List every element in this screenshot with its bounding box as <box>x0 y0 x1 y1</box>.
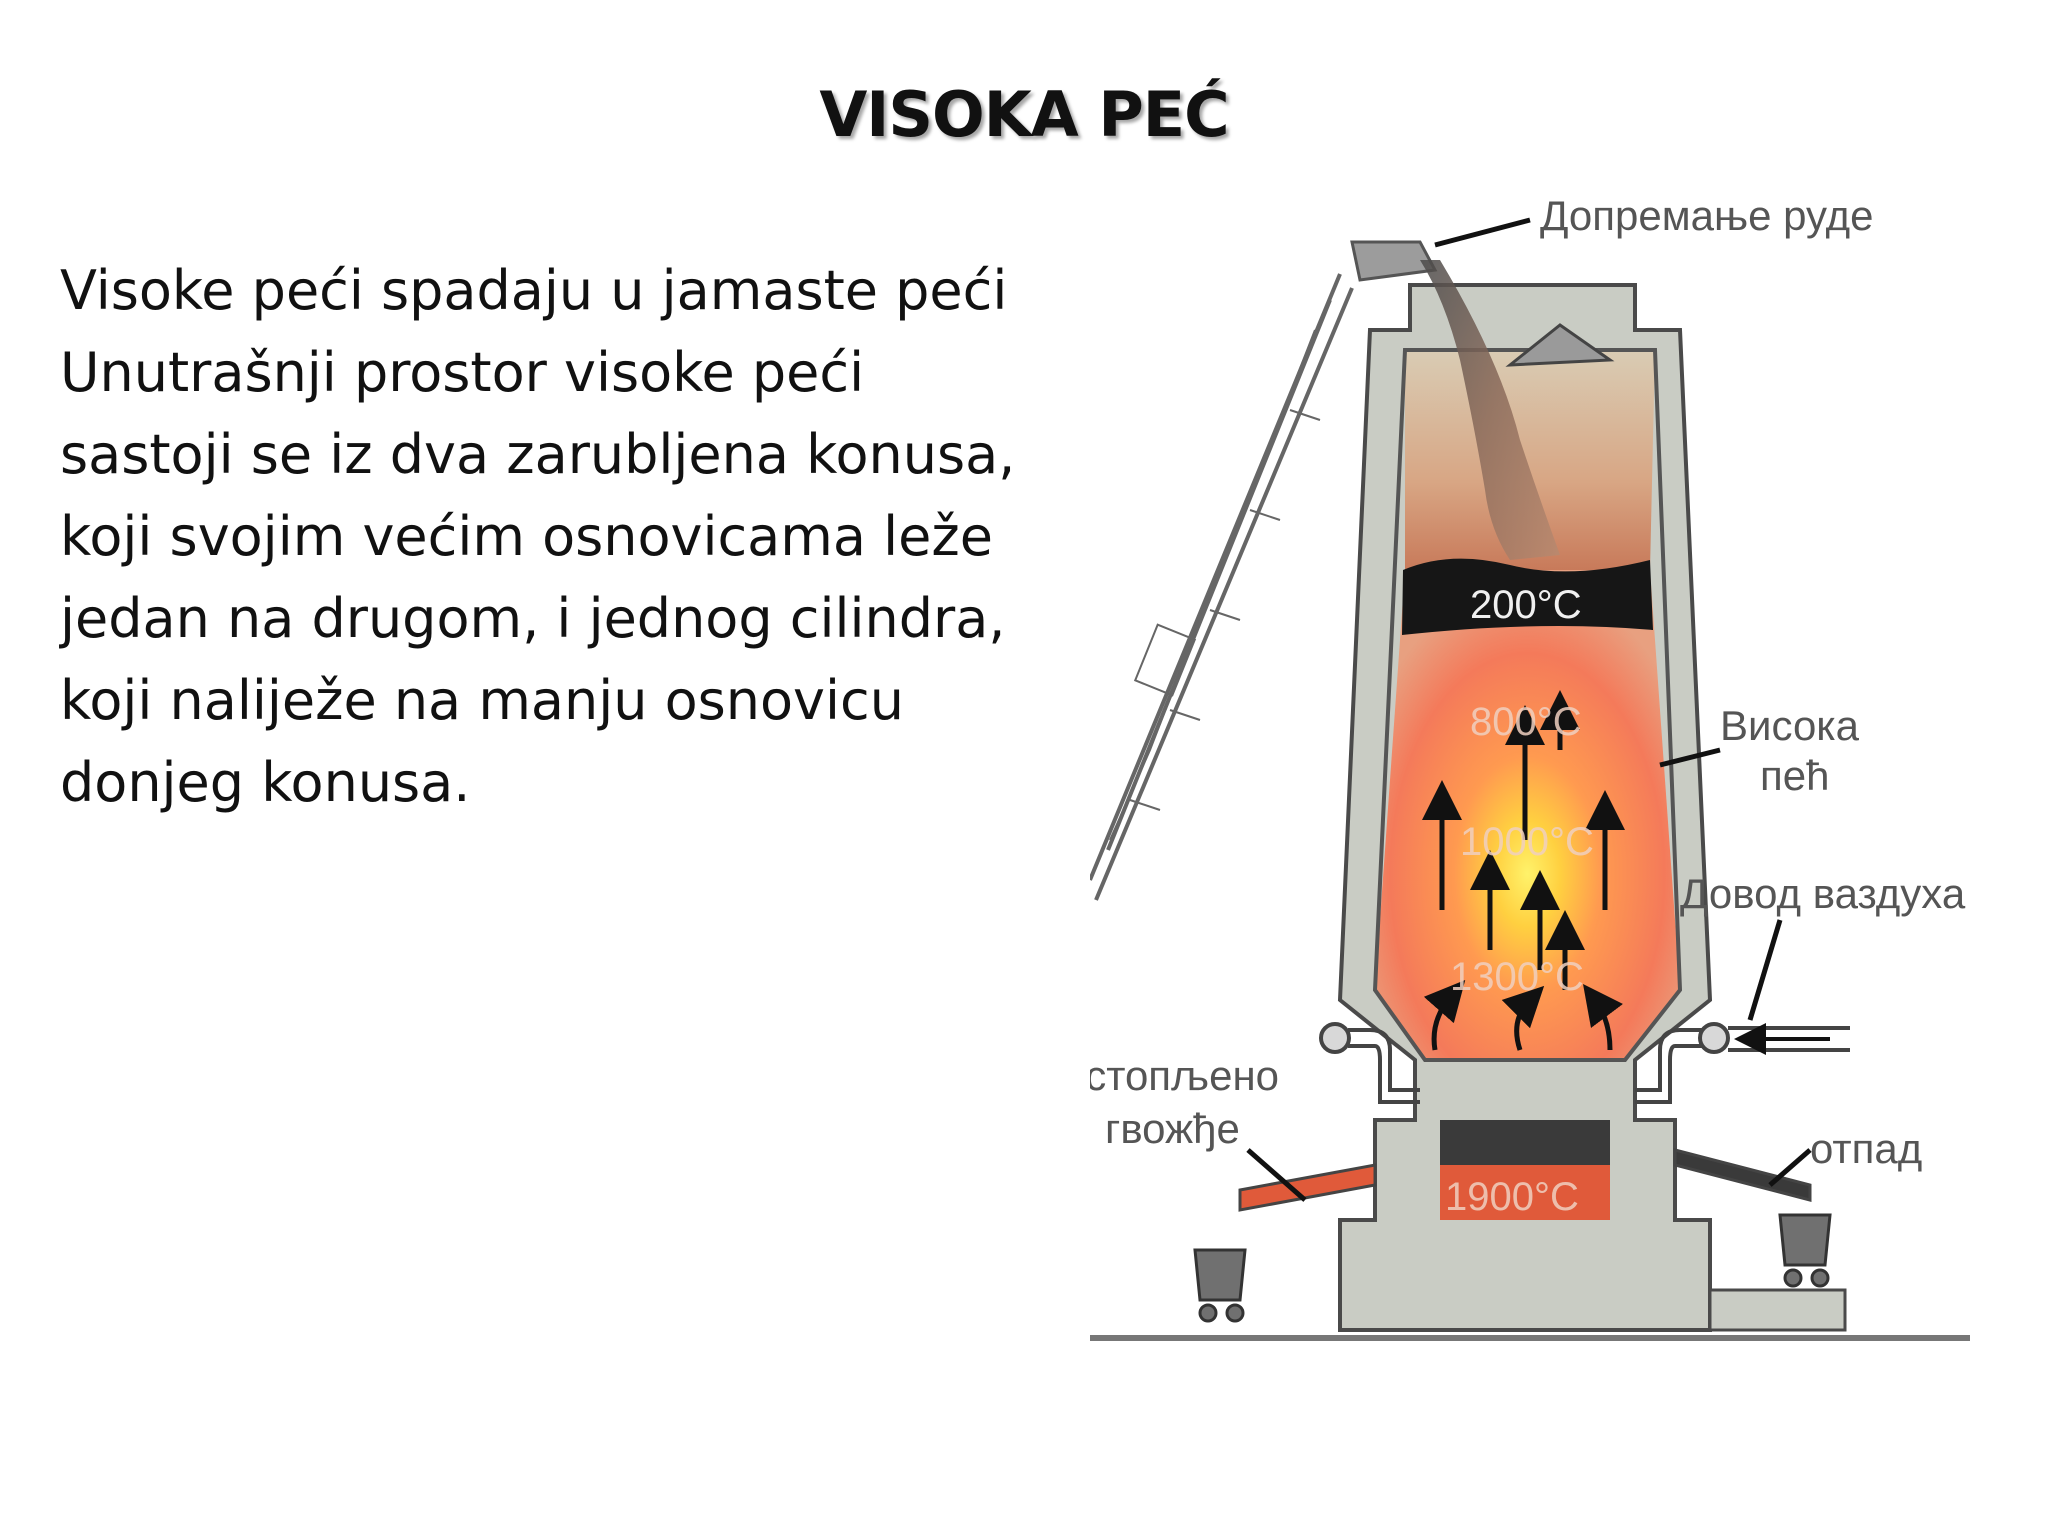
body-line: koji naliježe na manju osnovicu <box>60 669 904 732</box>
hot-air-arrows <box>1422 690 1625 1051</box>
skip-hoist <box>1090 273 1354 901</box>
label-air-supply: Довод ваздуха <box>1680 870 1966 917</box>
molten-pool <box>1440 1165 1610 1220</box>
label-molten-iron-line1: Истопљено <box>1090 1052 1279 1099</box>
coke-layer <box>1402 558 1653 635</box>
side-platform <box>1708 1288 1847 1332</box>
body-line: donjeg konusa. <box>60 751 471 814</box>
ore-feed-leader <box>1434 217 1531 248</box>
temp-label: 1300°C <box>1450 955 1584 999</box>
air-supply-leader <box>1747 919 1783 1021</box>
label-furnace-line1: Висока <box>1720 702 1860 749</box>
slag-runner <box>1673 1148 1812 1202</box>
blast-furnace-diagram: Допремање руде Висока пећ Довод ваздуха … <box>1090 192 1970 1341</box>
body-line: koji svojim većim osnovicama leže <box>60 505 993 568</box>
waste-leader <box>1768 1148 1812 1187</box>
molten-iron-leader <box>1246 1148 1307 1202</box>
slag-ladle <box>1778 1213 1832 1288</box>
body-line: Visoke peći spadaju u jamaste peći <box>60 259 1008 322</box>
body-line: Unutrašnji prostor visoke peći <box>60 341 865 404</box>
label-molten-iron-line2: гвожђе <box>1105 1105 1240 1152</box>
ore-stream <box>1420 260 1560 560</box>
label-furnace-line2: пећ <box>1760 752 1829 799</box>
label-ore-feed: Допремање руде <box>1540 192 1873 239</box>
temp-label: 1900°C <box>1445 1175 1579 1219</box>
distributor-bell <box>1505 323 1615 367</box>
iron-ladle <box>1193 1248 1247 1323</box>
charge-zone <box>1405 350 1655 570</box>
temp-label: 1000°C <box>1460 820 1594 864</box>
label-waste: отпад <box>1810 1125 1922 1172</box>
hearth-dark <box>1440 1120 1610 1165</box>
body-line: jedan na drugom, i jednog cilindra, <box>60 587 1006 650</box>
body-line: sastoji se iz dva zarubljena konusa, <box>60 423 1016 486</box>
temp-label: 200°C <box>1470 583 1582 627</box>
body-paragraph: Visoke peći spadaju u jamaste peći Unutr… <box>60 250 1040 824</box>
slide-title: VISOKA PEĆ <box>819 78 1229 151</box>
iron-runner <box>1238 1163 1377 1212</box>
temp-label: 800°C <box>1470 700 1582 744</box>
furnace-leader <box>1659 747 1721 768</box>
